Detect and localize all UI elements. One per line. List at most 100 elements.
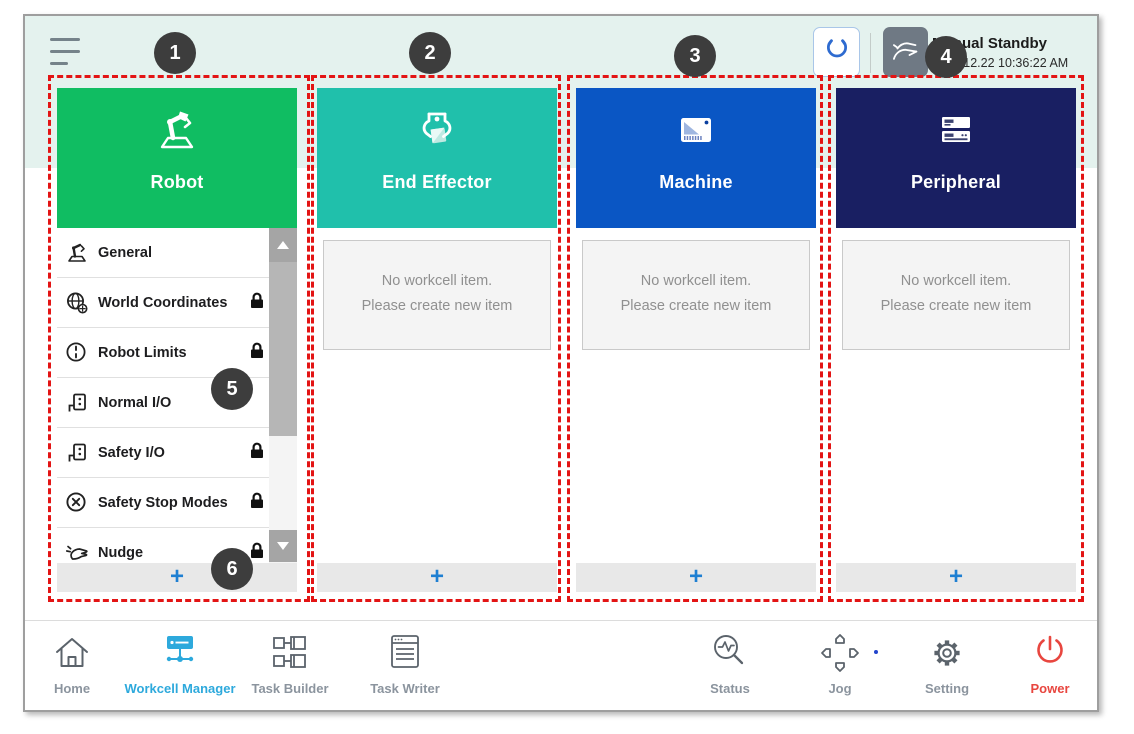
gripper-icon [826, 39, 847, 58]
nav-label: Task Builder [251, 681, 329, 696]
menu-item-label: Normal I/O [98, 394, 172, 411]
robot-item-list: General World Coordinates [57, 228, 297, 563]
nav-label: Jog [828, 681, 852, 696]
menu-item-label: General [98, 244, 152, 261]
nudge-hand-icon [64, 541, 90, 564]
end-effector-item-list: No workcell item. Please create new item [317, 228, 557, 563]
empty-line2: Please create new item [361, 298, 513, 314]
plus-icon: + [429, 563, 444, 590]
menu-item-label: Robot Limits [98, 344, 187, 361]
triangle-up-icon [277, 241, 289, 249]
empty-line1: No workcell item. [640, 273, 752, 289]
menu-item-general[interactable]: General [57, 228, 269, 278]
nav-home[interactable]: Home [6, 629, 138, 696]
plus-icon: + [948, 563, 963, 590]
cursor-dot [874, 650, 878, 654]
empty-line2: Please create new item [620, 298, 772, 314]
lock-icon [249, 341, 265, 364]
lock-icon [249, 491, 265, 514]
callout-1: 1 [154, 32, 196, 74]
empty-state-box: No workcell item. Please create new item [582, 240, 810, 350]
app-window: Manual Standby 2022.12.22 10:36:22 AM Ro… [23, 14, 1099, 712]
triangle-down-icon [277, 542, 289, 550]
add-robot-item-button[interactable]: + [57, 563, 297, 592]
nav-label: Power [1030, 681, 1070, 696]
menu-item-label: World Coordinates [98, 294, 228, 311]
end-effector-category-title: End Effector [382, 172, 492, 192]
menu-item-world-coordinates[interactable]: World Coordinates [57, 278, 269, 328]
task-builder-icon [224, 629, 356, 675]
callout-3: 3 [674, 35, 716, 77]
nav-label: Status [710, 681, 750, 696]
plus-icon: + [169, 563, 184, 590]
bottom-navigation-bar: Home Workcell Manager [25, 620, 1097, 710]
menu-item-label: Nudge [98, 544, 144, 561]
hand-icon [892, 42, 917, 60]
add-end-effector-item-button[interactable]: + [317, 563, 557, 592]
nav-status[interactable]: Status [664, 629, 796, 696]
hand-guide-button[interactable] [883, 27, 928, 77]
peripheral-icon [932, 106, 980, 158]
empty-line1: No workcell item. [900, 273, 1012, 289]
nav-task-builder[interactable]: Task Builder [224, 629, 356, 696]
machine-icon [672, 106, 720, 158]
add-peripheral-item-button[interactable]: + [836, 563, 1076, 592]
callout-4: 4 [925, 36, 967, 78]
gripper-mode-button[interactable] [813, 27, 860, 77]
menu-item-safety-io[interactable]: Safety I/O [57, 428, 269, 478]
empty-state-box: No workcell item. Please create new item [842, 240, 1070, 350]
home-icon [6, 629, 138, 675]
menu-item-safety-stop-modes[interactable]: Safety Stop Modes [57, 478, 269, 528]
task-writer-icon [339, 629, 471, 675]
peripheral-item-list: No workcell item. Please create new item [836, 228, 1076, 563]
globe-icon [64, 291, 90, 315]
robot-arm-icon [64, 241, 90, 265]
nav-label: Workcell Manager [124, 681, 236, 696]
callout-2: 2 [409, 32, 451, 74]
nav-setting[interactable]: Setting [881, 629, 1013, 696]
nav-workcell-manager[interactable]: Workcell Manager [114, 629, 246, 696]
scrollbar-thumb[interactable] [269, 262, 297, 436]
lock-icon [249, 541, 265, 563]
menu-item-label: Safety I/O [98, 444, 165, 461]
robot-list-scrollbar[interactable] [269, 228, 297, 563]
machine-category-title: Machine [659, 172, 733, 192]
hamburger-menu-icon[interactable] [50, 36, 84, 66]
robot-arm-icon [153, 106, 201, 158]
peripheral-category-card[interactable]: Peripheral [836, 88, 1076, 228]
topbar-divider [870, 33, 871, 73]
empty-line2: Please create new item [880, 298, 1032, 314]
gauge-circle-icon [64, 341, 90, 365]
robot-category-card[interactable]: Robot [57, 88, 297, 228]
menu-item-label: Safety Stop Modes [98, 494, 228, 511]
scroll-up-button[interactable] [269, 228, 297, 262]
machine-item-list: No workcell item. Please create new item [576, 228, 816, 563]
plus-icon: + [688, 563, 703, 590]
nav-power[interactable]: Power [984, 629, 1116, 696]
jog-dpad-icon [774, 629, 906, 675]
add-machine-item-button[interactable]: + [576, 563, 816, 592]
empty-state-box: No workcell item. Please create new item [323, 240, 551, 350]
io-port-icon [64, 441, 90, 465]
scroll-down-button[interactable] [269, 530, 297, 562]
power-icon [984, 629, 1116, 675]
robot-category-title: Robot [150, 172, 204, 192]
gear-icon [881, 629, 1013, 675]
end-effector-icon [413, 106, 461, 158]
nav-label: Home [53, 681, 91, 696]
nav-jog[interactable]: Jog [774, 629, 906, 696]
callout-5: 5 [211, 368, 253, 410]
end-effector-category-card[interactable]: End Effector [317, 88, 557, 228]
lock-icon [249, 291, 265, 314]
io-port-icon [64, 391, 90, 415]
status-pulse-icon [664, 629, 796, 675]
nav-label: Task Writer [370, 681, 440, 696]
workcell-manager-icon [114, 629, 246, 675]
circle-x-icon [64, 491, 90, 515]
callout-6: 6 [211, 548, 253, 590]
empty-line1: No workcell item. [381, 273, 493, 289]
peripheral-category-title: Peripheral [910, 172, 1002, 192]
lock-icon [249, 441, 265, 464]
machine-category-card[interactable]: Machine [576, 88, 816, 228]
nav-task-writer[interactable]: Task Writer [339, 629, 471, 696]
